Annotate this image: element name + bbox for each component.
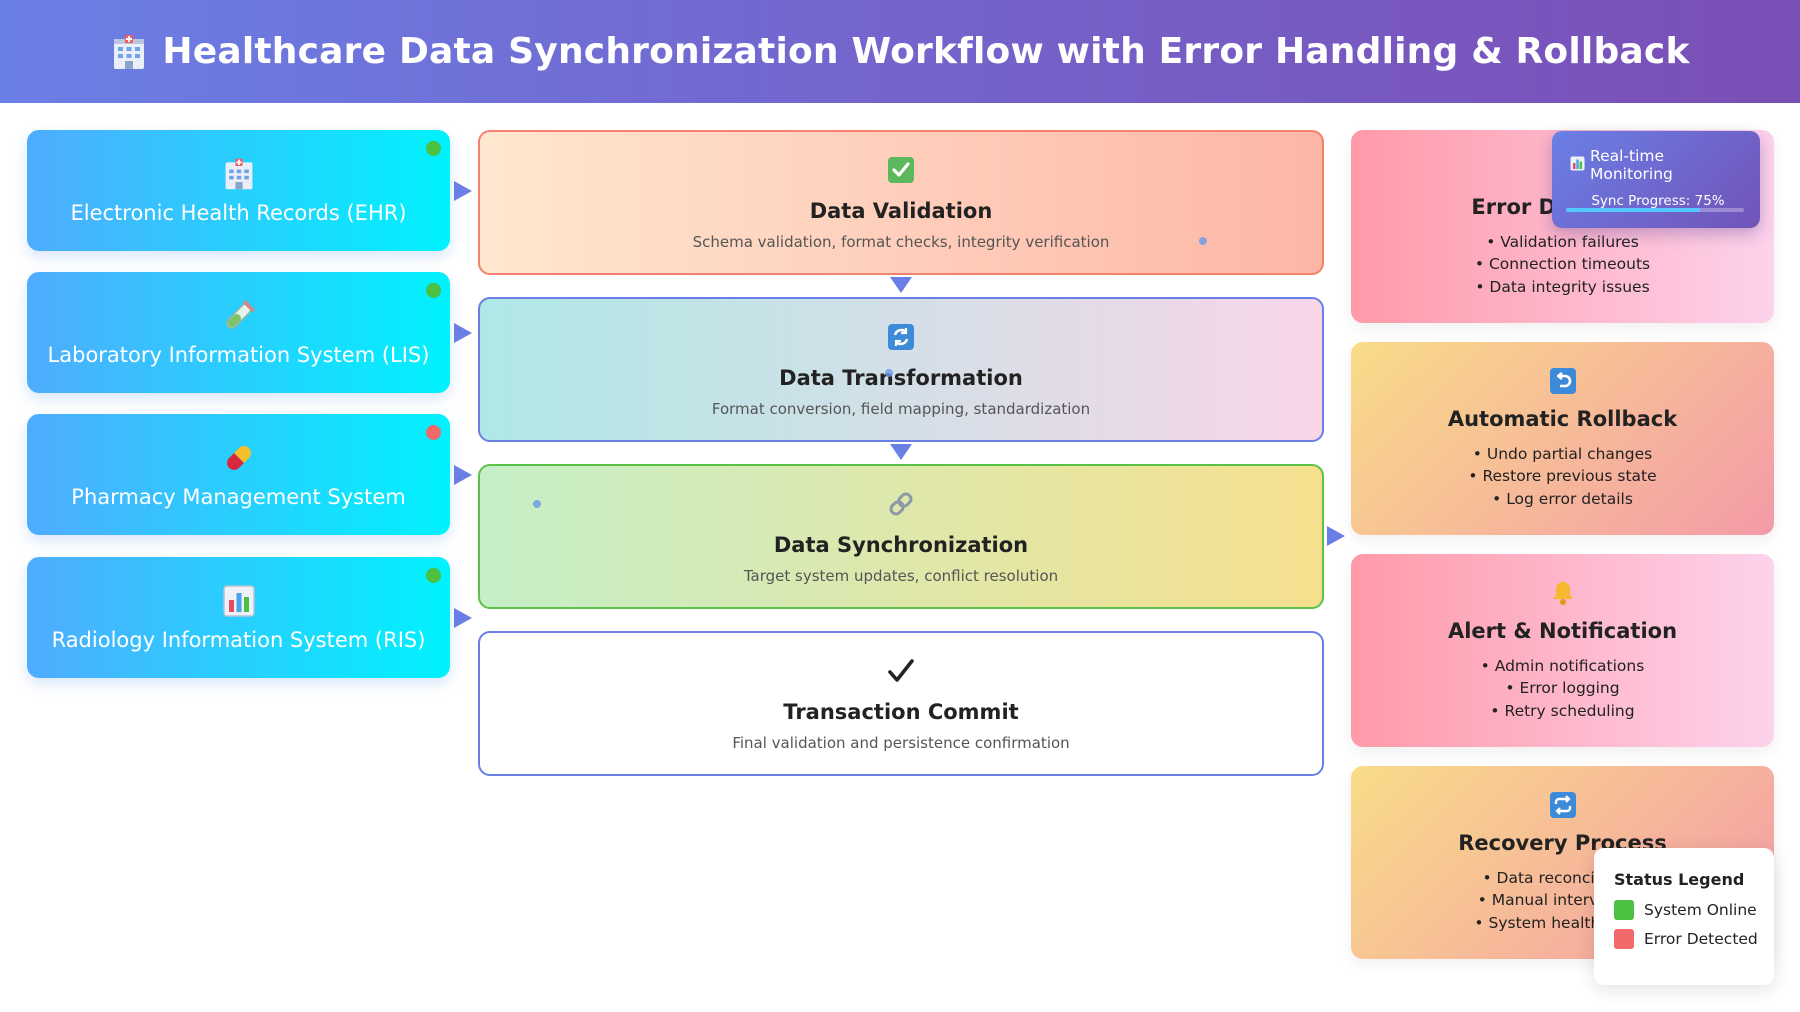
list-item: Validation failures — [1475, 231, 1650, 254]
list-item: Restore previous state — [1468, 465, 1656, 488]
list-item: Admin notifications — [1481, 655, 1645, 678]
source-ris[interactable]: Radiology Information System (RIS) — [27, 557, 450, 678]
source-label: Radiology Information System (RIS) — [51, 627, 426, 652]
refresh-icon — [886, 322, 916, 352]
undo-icon — [1549, 367, 1577, 395]
alert-notification-card[interactable]: Alert & Notification Admin notifications… — [1351, 554, 1774, 747]
error-swatch — [1614, 929, 1634, 949]
decorative-dot — [1199, 237, 1207, 245]
sync-progress-text: Sync Progress: 75% — [1591, 193, 1725, 209]
step-title: Transaction Commit — [783, 699, 1019, 724]
list-item: Connection timeouts — [1475, 253, 1650, 276]
legend-row-error: Error Detected — [1614, 929, 1774, 949]
step-description: Schema validation, format checks, integr… — [692, 232, 1110, 251]
list-item: Data integrity issues — [1475, 276, 1650, 299]
status-online-dot — [426, 141, 441, 156]
status-legend: Status Legend System Online Error Detect… — [1594, 848, 1774, 985]
source-label: Laboratory Information System (LIS) — [47, 342, 430, 367]
step-data-validation[interactable]: Data Validation Schema validation, forma… — [478, 130, 1324, 275]
bar-chart-icon — [1570, 156, 1585, 175]
legend-title: Status Legend — [1614, 870, 1745, 889]
checkmark-icon — [886, 656, 916, 686]
card-title: Alert & Notification — [1447, 618, 1678, 643]
list-item: Undo partial changes — [1468, 443, 1656, 466]
sync-progress-fill — [1566, 208, 1700, 212]
list-item: Log error details — [1468, 488, 1656, 511]
status-online-dot — [426, 568, 441, 583]
arrow-right — [1327, 526, 1345, 546]
step-title: Data Transformation — [779, 365, 1023, 390]
hospital-icon — [110, 33, 148, 71]
step-description: Target system updates, conflict resoluti… — [743, 566, 1059, 585]
legend-row-online: System Online — [1614, 900, 1774, 920]
arrow-right — [454, 323, 472, 343]
sync-progress-bar — [1566, 208, 1744, 212]
step-data-synchronization[interactable]: Data Synchronization Target system updat… — [478, 464, 1324, 609]
legend-label: Error Detected — [1644, 930, 1758, 948]
list-item: Retry scheduling — [1481, 700, 1645, 723]
page-title: Healthcare Data Synchronization Workflow… — [110, 31, 1689, 72]
source-pharmacy[interactable]: Pharmacy Management System — [27, 414, 450, 535]
automatic-rollback-card[interactable]: Automatic Rollback Undo partial changes … — [1351, 342, 1774, 535]
arrow-right — [454, 181, 472, 201]
decorative-dot — [533, 500, 541, 508]
source-label: Pharmacy Management System — [71, 484, 406, 509]
pill-icon — [222, 441, 256, 475]
step-description: Format conversion, field mapping, standa… — [711, 399, 1091, 418]
step-title: Data Synchronization — [773, 532, 1029, 557]
step-data-transformation[interactable]: Data Transformation Format conversion, f… — [478, 297, 1324, 442]
arrow-right — [454, 465, 472, 485]
check-box-icon — [886, 155, 916, 185]
monitoring-title-text: Real-time Monitoring — [1590, 147, 1673, 183]
card-list: Admin notifications Error logging Retry … — [1481, 655, 1645, 723]
source-lis[interactable]: Laboratory Information System (LIS) — [27, 272, 450, 393]
test-tube-icon — [222, 299, 256, 333]
step-description: Final validation and persistence confirm… — [732, 733, 1070, 752]
arrow-down — [890, 444, 912, 460]
source-label: Electronic Health Records (EHR) — [70, 200, 407, 225]
status-error-dot — [426, 425, 441, 440]
page-title-text: Healthcare Data Synchronization Workflow… — [162, 31, 1690, 72]
card-title: Automatic Rollback — [1447, 406, 1678, 431]
link-icon — [886, 489, 916, 519]
header: Healthcare Data Synchronization Workflow… — [0, 0, 1800, 103]
repeat-icon — [1549, 791, 1577, 819]
status-online-dot — [426, 283, 441, 298]
card-list: Validation failures Connection timeouts … — [1475, 231, 1650, 299]
bell-icon — [1549, 579, 1577, 607]
card-list: Undo partial changes Restore previous st… — [1468, 443, 1656, 511]
monitoring-panel: Real-time Monitoring Sync Progress: 75% — [1552, 131, 1760, 228]
arrow-right — [454, 608, 472, 628]
source-ehr[interactable]: Electronic Health Records (EHR) — [27, 130, 450, 251]
arrow-down — [890, 277, 912, 293]
legend-label: System Online — [1644, 901, 1757, 919]
bar-chart-icon — [222, 584, 256, 618]
decorative-dot — [885, 369, 893, 377]
list-item: Error logging — [1481, 677, 1645, 700]
hospital-icon — [222, 157, 256, 191]
step-transaction-commit[interactable]: Transaction Commit Final validation and … — [478, 631, 1324, 776]
online-swatch — [1614, 900, 1634, 920]
monitoring-title: Real-time Monitoring — [1570, 147, 1746, 183]
step-title: Data Validation — [809, 198, 993, 223]
